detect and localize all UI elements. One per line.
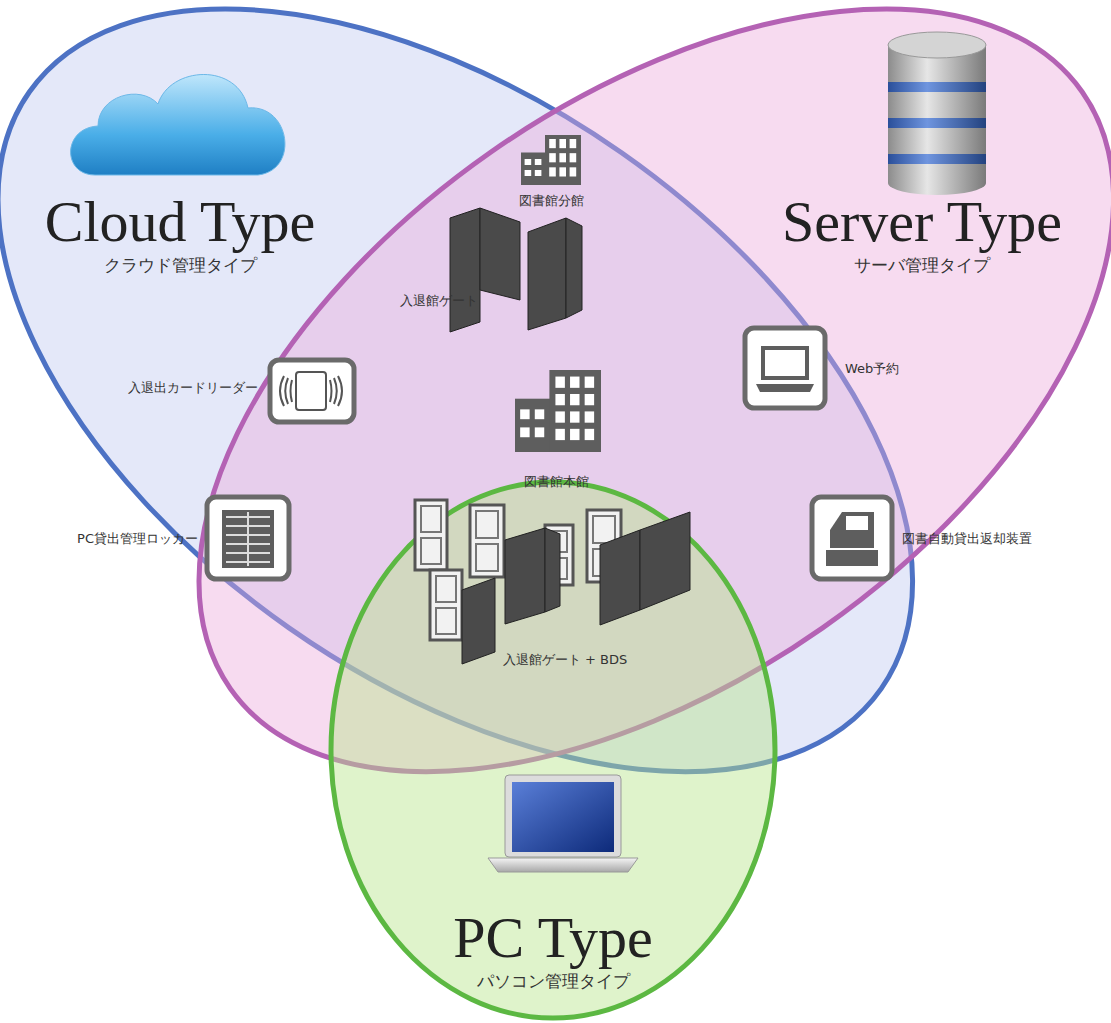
database-icon: [888, 32, 986, 195]
item-label: PC貸出管理ロッカー: [77, 531, 198, 547]
item-label: 図書自動貸出返却装置: [902, 531, 1032, 547]
kiosk-icon: [826, 550, 878, 566]
bds-panel: [415, 500, 447, 570]
locker-box: [207, 497, 289, 579]
item-label: 図書館本館: [524, 474, 589, 490]
type-title: Server Type: [782, 190, 1062, 254]
gate-icon: [566, 218, 582, 318]
type-subtitle: クラウド管理タイプ: [104, 256, 257, 275]
gate-icon: [528, 218, 566, 330]
gate-icon: [505, 528, 545, 624]
gate-icon: [462, 578, 495, 664]
kiosk-icon: [830, 512, 874, 548]
bds-panel: [593, 516, 615, 543]
laptop-icon: [488, 775, 638, 872]
laptop-icon: [756, 384, 814, 392]
bds-panel: [430, 570, 462, 640]
card-reader-icon: [296, 372, 326, 410]
type-subtitle: サーバ管理タイプ: [854, 256, 990, 275]
web-reservation-box: [745, 328, 825, 408]
bds-panel: [476, 544, 498, 571]
type-subtitle: パソコン管理タイプ: [477, 972, 630, 991]
bds-panel: [436, 608, 456, 634]
type-title: PC Type: [453, 906, 653, 970]
bds-panel: [421, 538, 441, 564]
gate-icon: [480, 208, 520, 300]
type-title: Cloud Type: [45, 190, 315, 254]
book-machine-box: [812, 497, 892, 579]
item-label: 図書館分館: [519, 193, 584, 209]
gate-icon: [545, 528, 560, 612]
item-label: 入退館ゲート + BDS: [503, 652, 627, 668]
locker-icon: [222, 510, 274, 568]
item-label: 入退出カードリーダー: [128, 380, 258, 396]
gate-icon: [600, 530, 640, 625]
gate-icon: [450, 208, 480, 332]
bds-panel: [421, 506, 441, 532]
bds-panel: [476, 511, 498, 538]
bds-panel: [436, 576, 456, 602]
bds-panel: [470, 505, 504, 577]
laptop-icon: [763, 348, 807, 378]
item-label: 入退館ゲート: [400, 293, 478, 309]
item-label: Web予約: [845, 361, 899, 377]
card-reader-box: [270, 360, 354, 422]
